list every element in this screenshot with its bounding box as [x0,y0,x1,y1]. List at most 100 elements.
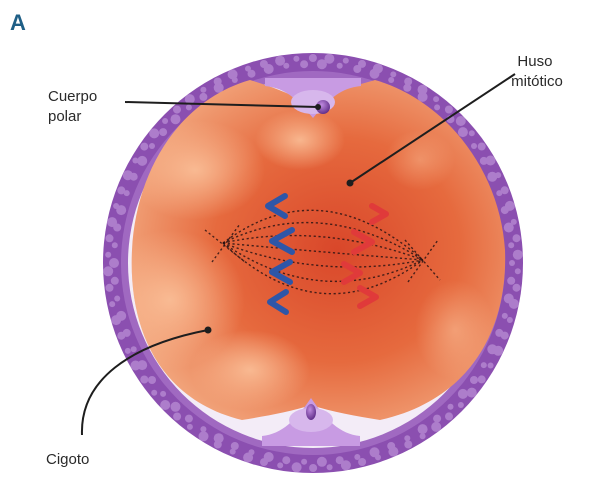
ring-texture-dot [420,433,426,439]
ring-texture-dot [309,464,317,472]
ring-texture-dot [106,234,114,242]
ring-texture-dot [433,415,441,423]
ring-texture-dot [140,376,148,384]
ring-texture-dot [107,217,117,227]
ring-texture-dot [309,54,317,62]
zygote-leader-dot [205,327,212,334]
ring-texture-dot [471,143,477,149]
ring-texture-dot [214,441,222,449]
ring-texture-dot [132,158,138,164]
ring-texture-dot [159,128,167,136]
ring-texture-dot [293,56,299,62]
ring-texture-dot [117,186,125,194]
ring-texture-dot [507,277,515,285]
ring-texture-dot [434,104,440,110]
ring-texture-dot [501,186,509,194]
ring-texture-dot [185,415,193,423]
ring-texture-dot [388,447,398,457]
ring-texture-dot [228,69,238,79]
ring-texture-dot [111,277,119,285]
ring-texture-dot [470,376,478,384]
spindle-leader-dot [347,180,354,187]
ring-texture-dot [300,60,308,68]
ring-texture-dot [105,252,111,258]
ring-texture-dot [109,258,119,268]
ring-texture-dot [245,66,251,72]
ring-texture-dot [358,458,366,466]
ring-texture-dot [478,375,486,383]
ring-texture-dot [125,348,131,354]
ring-texture-dot [151,390,157,396]
ring-texture-dot [467,388,477,398]
ring-texture-dot [148,376,156,384]
ring-texture-dot [337,63,343,69]
ring-texture-dot [292,462,302,472]
label-mitotic-spindle: Huso mitótico [511,53,563,90]
ring-texture-dot [418,85,428,95]
ring-texture-dot [495,172,501,178]
ring-texture-dot [199,431,209,441]
ring-texture-dot [123,170,133,180]
ring-texture-dot [162,118,168,124]
ring-texture-dot [131,346,137,352]
ring-texture-dot [404,78,412,86]
ring-texture-dot [109,301,115,307]
ring-texture-dot [173,106,181,114]
ring-texture-dot [501,332,509,340]
ring-texture-dot [404,441,412,449]
ring-texture-dot [171,114,181,124]
ring-texture-dot [283,63,289,69]
ring-texture-dot [507,317,513,323]
ring-texture-dot [103,266,113,276]
ring-texture-dot [275,56,285,66]
ring-texture-dot [505,201,515,211]
ring-texture-dot [341,460,351,470]
ring-texture-dot [200,426,206,432]
ring-texture-dot [199,93,207,101]
ring-texture-dot [513,284,521,292]
ring-texture-dot [493,346,503,356]
ring-texture-dot [243,453,253,463]
ring-texture-dot [113,203,119,209]
ring-texture-dot [277,462,283,468]
label-zygote: Cigoto [46,451,89,468]
ring-texture-dot [200,87,206,93]
ring-texture-dot [390,71,396,77]
ring-texture-dot [458,402,464,408]
ring-texture-dot [301,459,307,465]
ring-texture-dot [131,361,141,371]
ring-texture-dot [149,128,159,138]
ring-texture-dot [486,156,496,166]
ring-texture-dot [445,106,453,114]
ring-texture-dot [230,449,236,455]
ring-texture-dot [106,284,114,292]
ring-texture-dot [456,116,466,126]
ring-texture-dot [458,389,468,399]
label-polar-body: Cuerpo polar [48,88,101,125]
ring-texture-dot [137,156,147,166]
ring-texture-dot [327,464,333,470]
ring-texture-dot [502,313,508,319]
ring-texture-dot [160,400,170,410]
ring-texture-dot [511,219,517,225]
ring-texture-dot [343,58,349,64]
ring-texture-dot [214,78,222,86]
ring-texture-dot [140,143,148,151]
ring-texture-dot [260,458,268,466]
ring-texture-dot [114,296,120,302]
panel-letter: A [10,10,26,35]
ring-texture-dot [187,424,193,430]
ring-texture-dot [448,404,454,410]
ring-texture-dot [488,363,494,369]
ring-texture-dot [373,64,383,74]
ring-texture-dot [513,234,521,242]
ring-texture-dot [458,127,468,137]
ring-texture-dot [478,143,486,151]
ring-texture-dot [431,422,441,432]
ring-texture-dot [375,454,381,460]
ring-texture-dot [160,391,166,397]
ring-texture-dot [111,315,121,325]
polar-body-leader-dot [315,104,321,110]
ring-texture-dot [317,457,327,467]
